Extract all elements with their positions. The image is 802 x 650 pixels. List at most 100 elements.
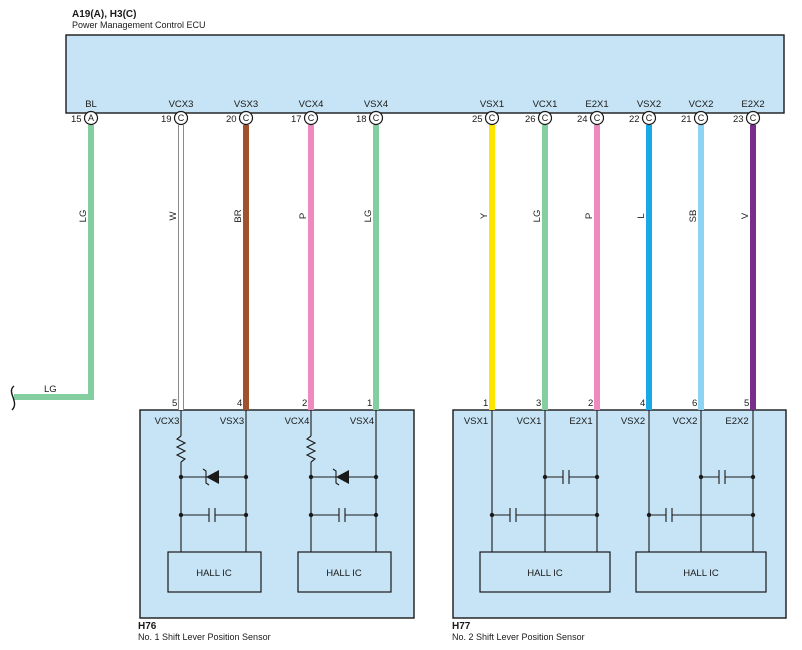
sensor-terminal-label: VSX1 [464, 416, 488, 427]
sensor-pin-number: 3 [536, 398, 541, 409]
ecu-terminal-label: VSX3 [234, 99, 258, 110]
h76-circuit-left: HALL IC [167, 410, 262, 593]
sensor1-name: No. 1 Shift Lever Position Sensor [138, 632, 271, 642]
wire-code-label: W [168, 211, 179, 220]
wire-code-label: LG [78, 210, 89, 223]
sensor-terminal-label: VSX4 [350, 416, 374, 427]
ecu-terminal-label: VSX4 [364, 99, 388, 110]
ecu-pin-number: 19 [161, 114, 172, 125]
connector-letter: C [594, 113, 601, 123]
hall-ic-label: HALL IC [527, 568, 563, 579]
ecu-box [65, 34, 785, 114]
wire-code-label: Y [479, 212, 490, 219]
ecu-terminal-label: E2X2 [741, 99, 764, 110]
connector-circle [368, 110, 384, 126]
ecu-pin-number: 17 [291, 114, 302, 125]
h77-circuit-left: HALL IC [479, 410, 611, 593]
connector-letter: C [542, 113, 549, 123]
wire-code-label: LG [363, 210, 374, 223]
ecu-pin-number: 23 [733, 114, 744, 125]
connector-circle [641, 110, 657, 126]
ecu-pin-number: 22 [629, 114, 640, 125]
sensor-pin-number: 5 [172, 398, 177, 409]
connector-circle [693, 110, 709, 126]
hall-ic-block [479, 551, 611, 593]
connector-letter: C [243, 113, 250, 123]
connector-circle [589, 110, 605, 126]
zener-diode-symbol [206, 470, 219, 484]
sensor1-id: H76 [138, 621, 157, 632]
sensor-terminal-label: E2X2 [725, 416, 748, 427]
connector-letter: C [489, 113, 496, 123]
ecu-terminal-label: VSX1 [480, 99, 504, 110]
resistor-symbol [175, 435, 187, 463]
sensor2-id: H77 [452, 621, 471, 632]
sensor-terminal-label: VSX3 [220, 416, 244, 427]
hall-ic-block [635, 551, 767, 593]
ecu-name: Power Management Control ECU [72, 20, 206, 30]
sensor-pin-number: 1 [367, 398, 372, 409]
connector-letter: C [750, 113, 757, 123]
ecu-pin-number: 15 [71, 114, 82, 125]
zener-diode-symbol [336, 470, 349, 484]
sensor-terminal-label: VCX1 [517, 416, 542, 427]
hall-ic-label: HALL IC [196, 568, 232, 579]
wire-code-labels: LG W BR P LG Y LG P L SB V [78, 209, 751, 222]
sensor-pin-number: 2 [588, 398, 593, 409]
ecu-pin-markers: 15 A 19 C 20 C 17 C 18 C 25 C 26 C 24 C … [71, 110, 761, 126]
sensor2-name: No. 2 Shift Lever Position Sensor [452, 632, 585, 642]
ecu-pin-number: 18 [356, 114, 367, 125]
ecu-terminal-label: E2X1 [585, 99, 608, 110]
ecu-terminal-label: VCX3 [169, 99, 194, 110]
hall-ic-block [167, 551, 262, 593]
ecu-terminal-label: BL [85, 99, 97, 110]
wire-lg-ground [14, 125, 94, 400]
ecu-terminal-label: VCX2 [689, 99, 714, 110]
connector-letter: C [308, 113, 315, 123]
wire-code-label: BR [233, 209, 244, 222]
sensor-pin-number: 4 [640, 398, 645, 409]
hall-ic-label: HALL IC [326, 568, 362, 579]
ecu-terminal-label: VSX2 [637, 99, 661, 110]
sensor-terminal-label: VCX4 [285, 416, 310, 427]
wire-break-symbol [10, 385, 16, 411]
resistor-symbol [305, 435, 317, 463]
wire-code-label: P [298, 213, 309, 219]
connector-circle [484, 110, 500, 126]
wire-code-label: LG [532, 210, 543, 223]
ecu-pin-number: 20 [226, 114, 237, 125]
sensor-pin-number: 4 [237, 398, 242, 409]
connector-circle [537, 110, 553, 126]
ecu-pin-number: 25 [472, 114, 483, 125]
connector-circle [83, 110, 99, 126]
ecu-pin-number: 24 [577, 114, 588, 125]
sensor-terminal-labels: VCX3 VSX3 VCX4 VSX4 VSX1 VCX1 E2X1 VSX2 … [155, 416, 749, 427]
wires [14, 125, 756, 410]
connector-circle [745, 110, 761, 126]
wire-code-label: SB [688, 210, 699, 223]
ecu-pin-number: 21 [681, 114, 692, 125]
sensor-pin-numbers: 5 4 2 1 1 3 2 4 6 5 [172, 398, 749, 409]
h76-circuit-right: HALL IC [297, 410, 392, 593]
connector-circle [303, 110, 319, 126]
wire-code-label: V [740, 212, 751, 219]
sensor-terminal-label: VCX2 [673, 416, 698, 427]
sensor-pin-number: 1 [483, 398, 488, 409]
ecu-connector-ref: A19(A), H3(C) [72, 9, 136, 20]
ground-wire-label: LG [44, 384, 57, 395]
connector-letter: C [178, 113, 185, 123]
hall-ic-label: HALL IC [683, 568, 719, 579]
connector-circle [238, 110, 254, 126]
sensor-terminal-label: E2X1 [569, 416, 592, 427]
sensor-pin-number: 2 [302, 398, 307, 409]
sensor-pin-number: 6 [692, 398, 697, 409]
connector-circle [173, 110, 189, 126]
hall-ic-block [297, 551, 392, 593]
sensor-terminal-label: VSX2 [621, 416, 645, 427]
connector-letter: C [373, 113, 380, 123]
ecu-terminal-labels: BL VCX3 VSX3 VCX4 VSX4 VSX1 VCX1 E2X1 VS… [85, 99, 764, 110]
sensor-pin-number: 5 [744, 398, 749, 409]
wire-code-label: P [584, 213, 595, 219]
ecu-pin-number: 26 [525, 114, 536, 125]
